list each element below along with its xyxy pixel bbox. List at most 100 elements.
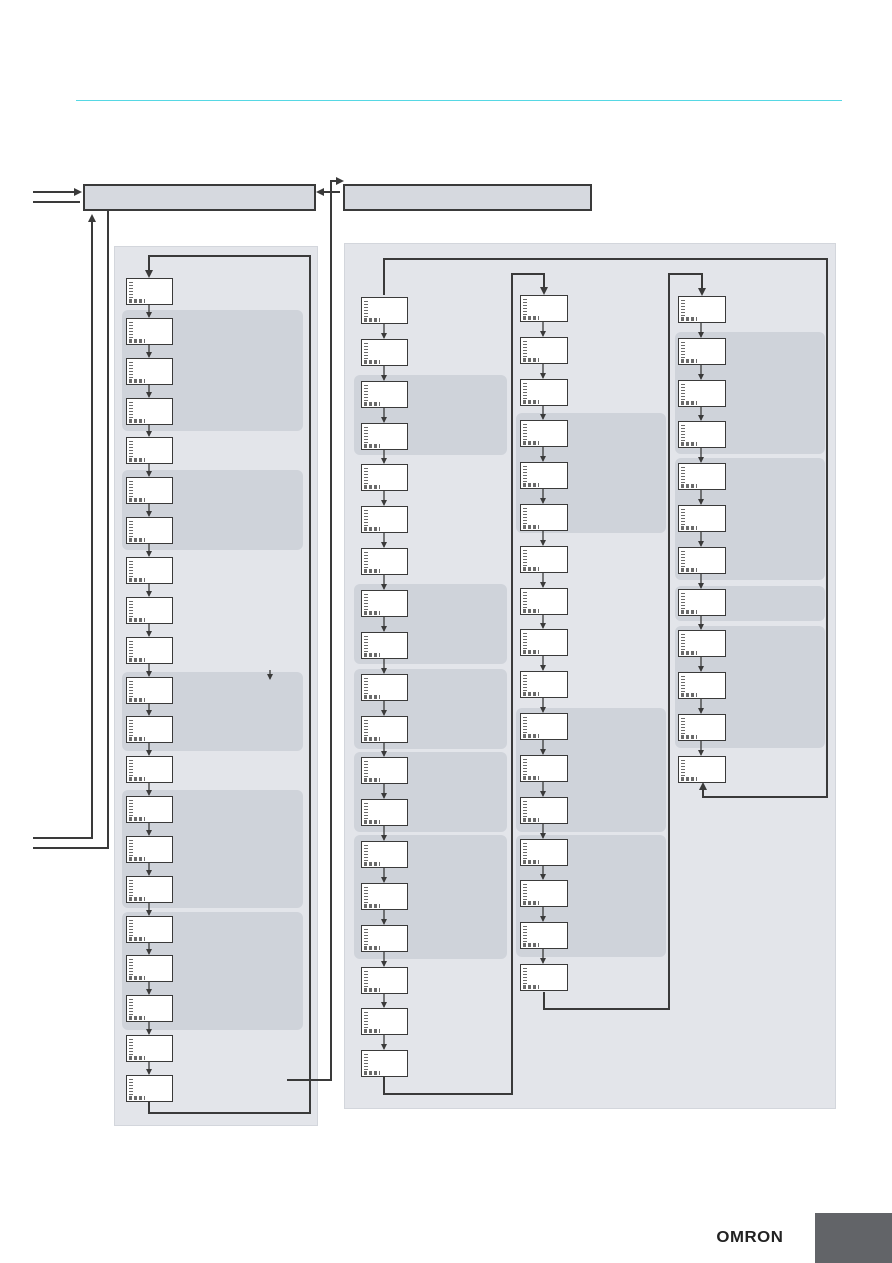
display-digits-icon: [681, 760, 685, 776]
display-value-icon: [364, 527, 380, 531]
display-value-icon: [129, 937, 145, 941]
parameter-display: [520, 504, 568, 531]
display-value-icon: [364, 444, 380, 448]
display-digits-icon: [129, 601, 133, 617]
display-digits-icon: [681, 509, 685, 525]
parameter-display: [361, 423, 408, 450]
parameter-display: [520, 379, 568, 406]
display-digits-icon: [129, 720, 133, 736]
display-digits-icon: [364, 510, 368, 526]
display-digits-icon: [129, 282, 133, 298]
parameter-display: [126, 318, 173, 345]
display-value-icon: [681, 693, 697, 697]
parameter-display: [126, 437, 173, 464]
display-digits-icon: [523, 675, 527, 691]
display-digits-icon: [681, 300, 685, 316]
display-value-icon: [523, 692, 539, 696]
parameter-display: [678, 421, 726, 448]
display-value-icon: [681, 777, 697, 781]
display-digits-icon: [364, 385, 368, 401]
display-value-icon: [681, 484, 697, 488]
display-value-icon: [523, 734, 539, 738]
display-value-icon: [523, 650, 539, 654]
display-value-icon: [364, 485, 380, 489]
parameter-display: [361, 339, 408, 366]
parameter-display: [678, 672, 726, 699]
header-box-right: [343, 184, 592, 211]
parameter-display: [126, 398, 173, 425]
display-digits-icon: [523, 550, 527, 566]
header-box-left: [83, 184, 316, 211]
parameter-display: [361, 506, 408, 533]
parameter-display: [678, 338, 726, 365]
parameter-display: [126, 716, 173, 743]
display-digits-icon: [681, 676, 685, 692]
display-value-icon: [129, 538, 145, 542]
display-value-icon: [364, 569, 380, 573]
parameter-display: [361, 674, 408, 701]
display-digits-icon: [523, 968, 527, 984]
parameter-display: [126, 955, 173, 982]
display-digits-icon: [364, 1012, 368, 1028]
display-value-icon: [523, 358, 539, 362]
display-digits-icon: [681, 593, 685, 609]
parameter-display: [126, 796, 173, 823]
display-digits-icon: [364, 343, 368, 359]
parameter-display: [361, 967, 408, 994]
parameter-display: [361, 590, 408, 617]
display-value-icon: [129, 578, 145, 582]
parameter-display: [361, 925, 408, 952]
display-value-icon: [681, 568, 697, 572]
display-digits-icon: [364, 929, 368, 945]
display-value-icon: [523, 400, 539, 404]
parameter-display: [678, 589, 726, 616]
parameter-display: [520, 337, 568, 364]
display-value-icon: [364, 820, 380, 824]
display-value-icon: [523, 525, 539, 529]
display-value-icon: [364, 653, 380, 657]
omron-logo: OMRON: [716, 1229, 784, 1246]
display-digits-icon: [364, 803, 368, 819]
display-digits-icon: [364, 720, 368, 736]
display-digits-icon: [523, 466, 527, 482]
display-value-icon: [523, 483, 539, 487]
display-value-icon: [523, 943, 539, 947]
display-value-icon: [129, 1056, 145, 1060]
parameter-display: [126, 1075, 173, 1102]
display-digits-icon: [129, 880, 133, 896]
parameter-display: [678, 714, 726, 741]
display-digits-icon: [523, 508, 527, 524]
display-value-icon: [364, 360, 380, 364]
flow-line: [33, 214, 96, 839]
parameter-display: [678, 630, 726, 657]
display-digits-icon: [681, 634, 685, 650]
display-digits-icon: [129, 481, 133, 497]
display-digits-icon: [129, 1039, 133, 1055]
parameter-display: [361, 381, 408, 408]
parameter-display: [126, 1035, 173, 1062]
display-value-icon: [364, 946, 380, 950]
parameter-display: [361, 716, 408, 743]
parameter-display: [361, 1050, 408, 1077]
display-value-icon: [364, 904, 380, 908]
parameter-display: [126, 637, 173, 664]
parameter-display: [520, 797, 568, 824]
display-digits-icon: [129, 999, 133, 1015]
display-digits-icon: [523, 717, 527, 733]
parameter-display: [361, 297, 408, 324]
display-digits-icon: [364, 678, 368, 694]
display-digits-icon: [129, 800, 133, 816]
display-value-icon: [364, 1071, 380, 1075]
display-digits-icon: [364, 427, 368, 443]
display-value-icon: [681, 401, 697, 405]
display-value-icon: [523, 567, 539, 571]
parameter-display: [126, 756, 173, 783]
display-digits-icon: [129, 322, 133, 338]
display-value-icon: [364, 611, 380, 615]
parameter-display: [520, 880, 568, 907]
display-value-icon: [681, 317, 697, 321]
display-digits-icon: [523, 843, 527, 859]
display-digits-icon: [364, 887, 368, 903]
parameter-display: [126, 876, 173, 903]
parameter-display: [678, 505, 726, 532]
